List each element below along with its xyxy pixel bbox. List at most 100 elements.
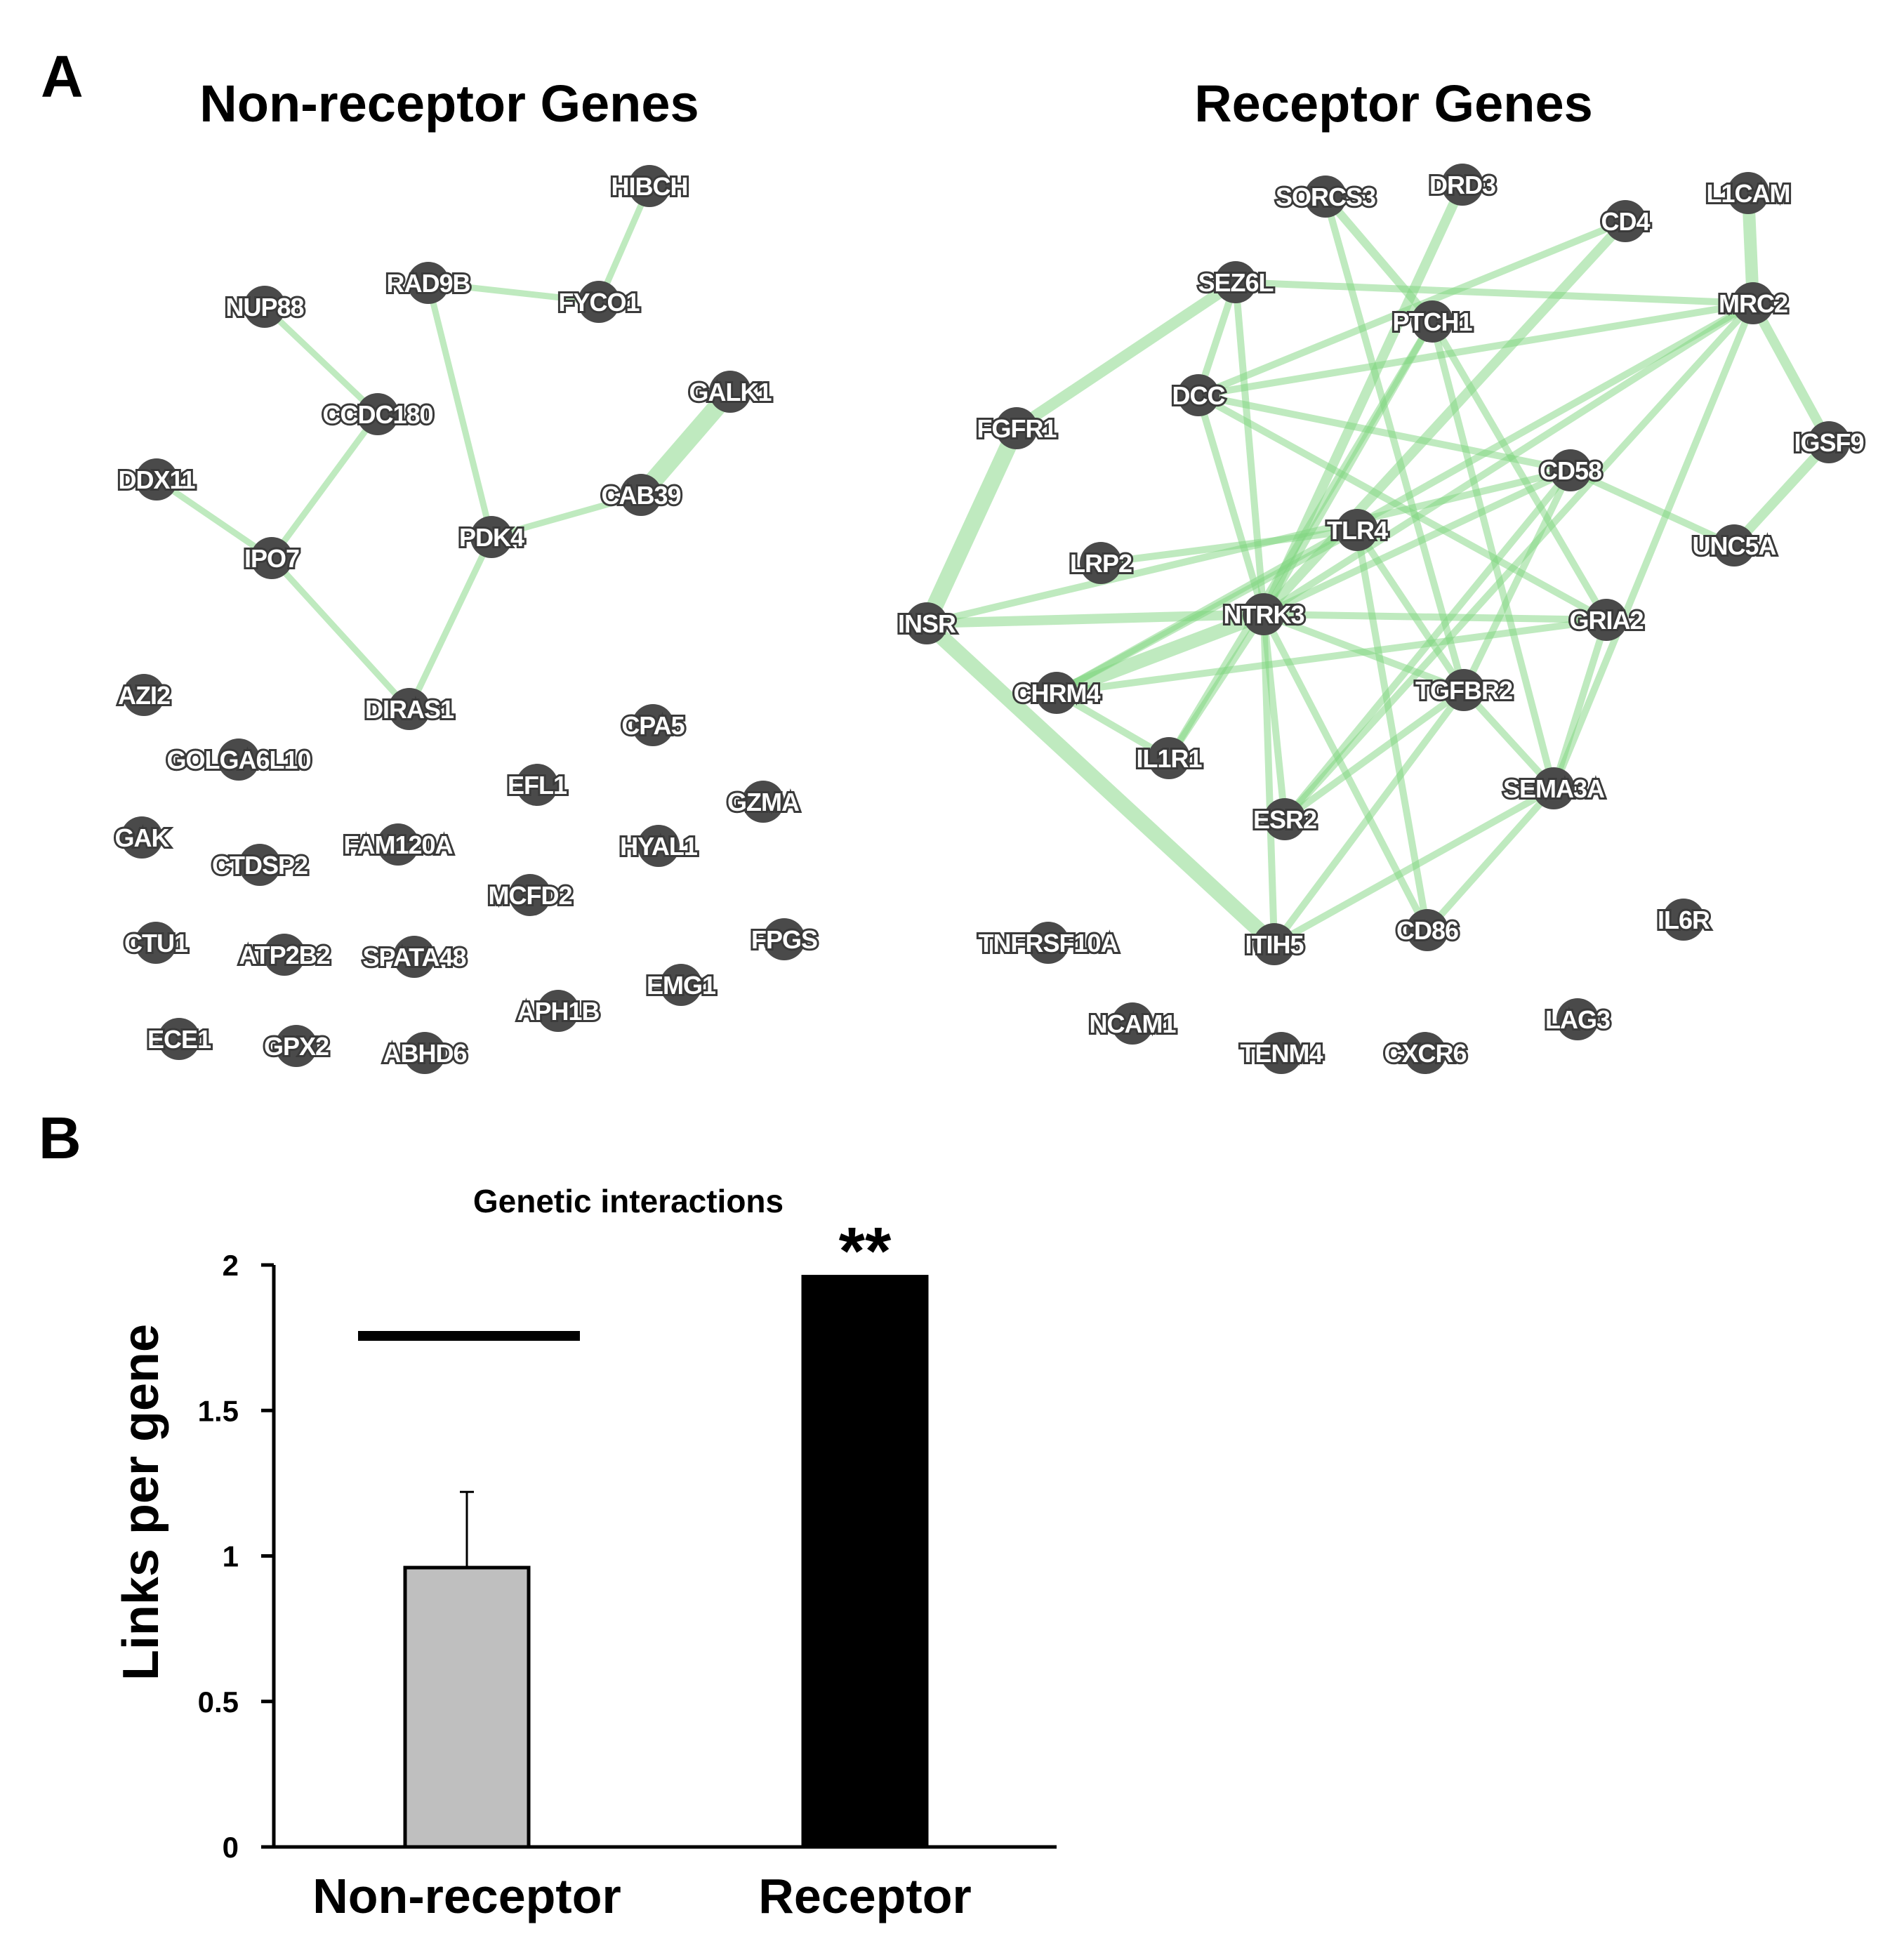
- node-circle: [275, 1025, 317, 1067]
- edge-sez6l-fgfr1: [1011, 277, 1241, 434]
- node-chrm4: CHRM4: [1011, 672, 1103, 714]
- node-rad9b: RAD9B: [384, 262, 473, 304]
- edge-ddx11-ipo7: [153, 476, 275, 562]
- node-ddx11: DDX11: [116, 458, 199, 501]
- node-circle: [1253, 923, 1295, 965]
- node-ntrk3: NTRK3: [1221, 593, 1307, 635]
- edge-sez6l-ntrk3: [1232, 279, 1267, 618]
- node-circle: [1406, 909, 1448, 951]
- node-label: SEMA3A: [1503, 774, 1605, 803]
- node-label: FGFR1: [977, 414, 1057, 443]
- chart-title: Genetic interactions: [473, 1183, 784, 1219]
- node-label: IGSF9: [1794, 428, 1863, 457]
- edge-mrc2-igsf9: [1748, 298, 1834, 447]
- node-label: GZMA: [727, 788, 800, 816]
- node-circle: [1027, 922, 1069, 964]
- node-circle: [1443, 669, 1485, 711]
- node-label: DIRAS1: [365, 695, 454, 724]
- node-nup88: NUP88: [223, 286, 307, 328]
- edge-fgfr1-insr: [918, 420, 1025, 632]
- node-ctdsp2: CTDSP2: [210, 844, 310, 886]
- node-label: CCDC180: [322, 400, 432, 429]
- node-lrp2: LRP2: [1068, 542, 1135, 584]
- node-label: EFL1: [508, 771, 567, 800]
- node-label: RAD9B: [386, 269, 470, 298]
- node-circle: [1556, 998, 1599, 1040]
- node-circle: [1080, 542, 1122, 584]
- node-label: MRC2: [1719, 289, 1787, 318]
- node-ipo7: IPO7: [242, 537, 302, 579]
- edge-tgfbr2-sema3a: [1460, 687, 1557, 792]
- node-label: NTRK3: [1223, 600, 1304, 629]
- node-label: HYAL1: [620, 832, 698, 861]
- edge-cd58-tgfbr2: [1460, 467, 1574, 694]
- edge-sorcs3-ptch1: [1321, 192, 1436, 326]
- edge-mrc2-sema3a: [1550, 300, 1757, 792]
- node-circle: [239, 844, 281, 886]
- edge-nup88-ccdc180: [261, 303, 381, 418]
- edge-hibch-fyco1: [595, 183, 653, 305]
- node-label: GPX2: [264, 1032, 329, 1061]
- node-gzma: GZMA: [725, 781, 802, 823]
- node-circle: [516, 764, 558, 806]
- node-label: GOLGA6L10: [166, 746, 310, 774]
- node-label: UNC5A: [1692, 531, 1776, 560]
- node-circle: [158, 1018, 200, 1060]
- y-tick-label: 1: [223, 1540, 239, 1573]
- edge-ipo7-diras1: [268, 555, 413, 713]
- node-label: L1CAM: [1707, 179, 1790, 208]
- node-circle: [1336, 509, 1378, 551]
- node-label: DRD3: [1429, 171, 1495, 199]
- edge-rad9b-fyco1: [425, 279, 602, 305]
- node-circle: [906, 602, 948, 644]
- node-label: ITIH5: [1245, 930, 1304, 959]
- node-tnfrsf10a: TNFRSF10A: [976, 922, 1122, 964]
- node-label: CD58: [1540, 456, 1601, 485]
- panel-b-label: B: [39, 1105, 81, 1171]
- node-label: CXCR6: [1384, 1039, 1466, 1068]
- node-circle: [393, 936, 435, 978]
- node-label: FAM120A: [343, 830, 453, 859]
- node-circle: [1713, 524, 1755, 567]
- node-label: GAK: [115, 823, 170, 852]
- node-il6r: IL6R: [1655, 899, 1713, 941]
- node-hibch: HIBCH: [609, 165, 691, 207]
- edge-sema3a-cd86: [1424, 785, 1557, 934]
- node-l1cam: L1CAM: [1705, 172, 1793, 214]
- node-circle: [578, 281, 620, 323]
- node-label: PTCH1: [1392, 307, 1472, 336]
- node-tgfbr2: TGFBR2: [1413, 669, 1515, 711]
- node-label: CHRM4: [1013, 679, 1100, 708]
- node-fam120a: FAM120A: [341, 823, 456, 866]
- node-circle: [135, 458, 178, 501]
- bar-non-receptor: [403, 1565, 531, 1849]
- node-label: IPO7: [244, 544, 299, 573]
- y-tick-label: 0: [223, 1831, 239, 1864]
- node-circle: [1177, 374, 1219, 416]
- node-label: HIBCH: [611, 172, 688, 201]
- node-label: ATP2B2: [239, 941, 329, 969]
- node-label: NUP88: [225, 293, 303, 322]
- node-ctu1: CTU1: [122, 922, 191, 964]
- node-mrc2: MRC2: [1717, 282, 1790, 324]
- node-circle: [218, 738, 260, 781]
- edge-tlr4-tgfbr2: [1354, 526, 1467, 694]
- node-circle: [404, 1032, 446, 1074]
- node-circle: [1662, 899, 1705, 941]
- node-golga6l10: GOLGA6L10: [164, 738, 314, 781]
- node-sema3a: SEMA3A: [1501, 767, 1608, 809]
- y-tick-label: 0.5: [198, 1685, 239, 1718]
- node-label: MCFD2: [489, 881, 572, 910]
- node-label: TENM4: [1240, 1039, 1323, 1068]
- node-hyal1: HYAL1: [618, 825, 701, 867]
- y-tick-label: 1.5: [198, 1394, 239, 1427]
- node-label: PDK4: [459, 523, 524, 552]
- node-label: DCC: [1172, 381, 1226, 410]
- node-esr2: ESR2: [1251, 798, 1319, 840]
- node-label: FYCO1: [558, 288, 640, 317]
- edge-ntrk3-gria2: [1260, 611, 1610, 623]
- node-lag3: LAG3: [1543, 998, 1613, 1040]
- node-circle: [1549, 449, 1592, 491]
